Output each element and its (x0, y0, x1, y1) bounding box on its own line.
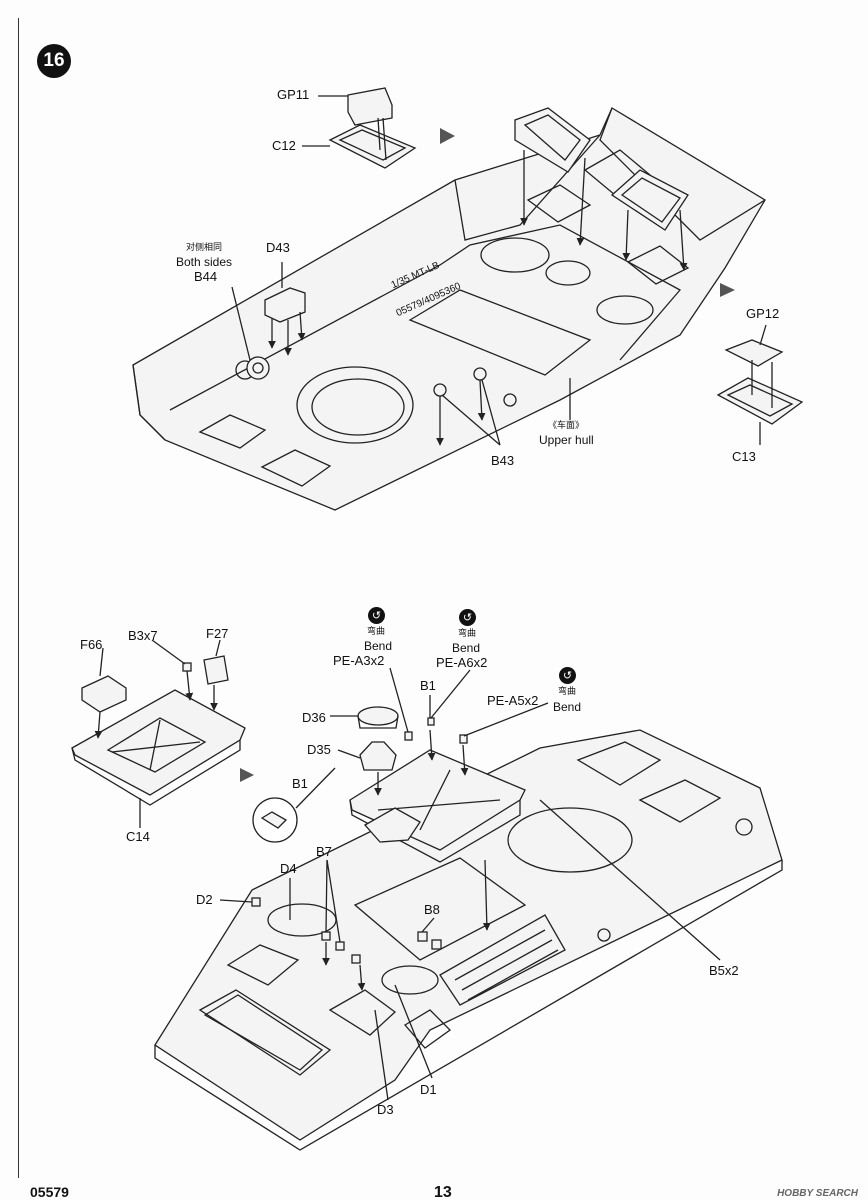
label-c12: C12 (272, 138, 296, 153)
part-b8 (417, 931, 428, 942)
part-b43 (433, 383, 447, 397)
label-bend-1: Bend (364, 639, 393, 653)
page-number: 13 (434, 1184, 452, 1201)
part-c13 (716, 377, 804, 425)
label-f66: F66 (80, 637, 103, 652)
bend-icon: ↺ (368, 607, 385, 624)
label-f27: F27 (206, 626, 229, 641)
part-d35 (359, 741, 397, 771)
step-number-badge: 16 (37, 44, 71, 78)
label-bend-cn-2: 弯曲 (458, 629, 477, 639)
upper-hull (132, 107, 766, 511)
label-d35: D35 (307, 742, 331, 757)
label-b5x2: B5x2 (709, 963, 739, 978)
label-c14: C14 (126, 829, 150, 844)
label-b44: B44 (194, 269, 218, 284)
label-upper-hull-cn: 《车面》 (548, 421, 585, 431)
part-d43 (264, 287, 306, 323)
arrow-right-icon (440, 128, 455, 144)
part-f27 (203, 655, 229, 685)
label-b1-top: B1 (420, 678, 436, 693)
label-bend-2: Bend (452, 641, 481, 655)
label-d2: D2 (196, 892, 213, 907)
label-d4: D4 (280, 861, 297, 876)
label-b7: B7 (316, 844, 332, 859)
label-bend-cn-3: 弯曲 (558, 687, 577, 697)
label-both-sides: Both sides (176, 255, 233, 269)
part-d36 (357, 706, 399, 726)
label-c13: C13 (732, 449, 756, 464)
label-d36: D36 (302, 710, 326, 725)
label-b3x7: B3x7 (128, 628, 158, 643)
label-gp12: GP12 (746, 306, 780, 321)
label-d43: D43 (266, 240, 290, 255)
bend-icon: ↺ (459, 609, 476, 626)
product-code: 05579 (30, 1184, 69, 1200)
part-gp12 (724, 339, 784, 367)
arrow-right-icon (720, 283, 735, 297)
label-both-sides-cn: 对侧相同 (186, 243, 223, 253)
label-b1-left: B1 (292, 776, 308, 791)
label-gp11: GP11 (277, 87, 310, 102)
hull-hatch-2 (610, 169, 689, 231)
part-f66 (81, 675, 127, 713)
label-pe-a3x2: PE-A3x2 (333, 653, 385, 668)
rear-deck (154, 729, 783, 1151)
label-pe-a5x2: PE-A5x2 (487, 693, 539, 708)
part-gp11 (347, 87, 393, 126)
label-b43: B43 (491, 453, 515, 468)
label-b8: B8 (424, 902, 440, 917)
label-pe-a6x2: PE-A6x2 (436, 655, 488, 670)
label-bend-3: Bend (553, 700, 582, 714)
part-b44 (246, 356, 270, 380)
label-d1: D1 (420, 1082, 437, 1097)
watermark: HOBBY SEARCH (777, 1188, 858, 1199)
part-b7 (321, 931, 331, 941)
part-c12 (328, 124, 417, 169)
hull-hatch-1 (514, 107, 591, 173)
part-d2 (251, 897, 261, 907)
label-d3: D3 (377, 1102, 394, 1117)
label-upper-hull: Upper hull (539, 433, 594, 447)
bend-icon: ↺ (559, 667, 576, 684)
label-bend-cn-1: 弯曲 (367, 627, 386, 637)
arrow-right-icon (240, 768, 254, 782)
